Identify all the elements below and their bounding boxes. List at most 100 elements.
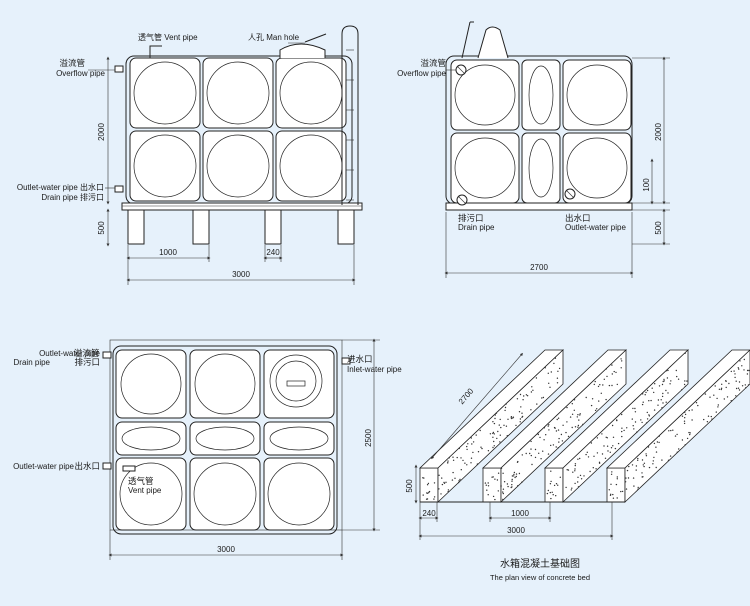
concrete-speck bbox=[494, 478, 496, 480]
concrete-speck bbox=[511, 478, 513, 481]
concrete-speck bbox=[516, 398, 519, 400]
concrete-speck bbox=[562, 424, 564, 426]
concrete-speck bbox=[579, 474, 582, 477]
concrete-speck bbox=[643, 462, 646, 464]
concrete-speck bbox=[530, 391, 533, 393]
concrete-speck bbox=[594, 380, 596, 383]
tank-panel bbox=[275, 130, 347, 202]
concrete-speck bbox=[642, 401, 644, 403]
concrete-speck bbox=[521, 481, 523, 483]
concrete-speck bbox=[446, 462, 449, 464]
concrete-speck bbox=[612, 497, 615, 499]
concrete-speck bbox=[721, 383, 723, 385]
concrete-speck bbox=[553, 362, 555, 365]
concrete-speck bbox=[607, 450, 609, 452]
concrete-speck bbox=[620, 358, 622, 360]
concrete-speck bbox=[689, 432, 691, 434]
concrete-speck bbox=[557, 417, 560, 419]
concrete-speck bbox=[634, 421, 637, 423]
top-drain-cn: 排污口 bbox=[74, 357, 100, 367]
concrete-speck bbox=[510, 417, 512, 419]
top-drain-en: Drain pipe bbox=[14, 358, 51, 367]
concrete-speck bbox=[707, 415, 710, 417]
concrete-speck bbox=[677, 378, 680, 380]
concrete-speck bbox=[561, 440, 564, 442]
panel-circle bbox=[267, 462, 331, 526]
concrete-speck bbox=[556, 418, 558, 421]
concrete-speck bbox=[574, 463, 577, 465]
concrete-speck bbox=[587, 456, 590, 458]
concrete-speck bbox=[494, 498, 496, 501]
concrete-speck bbox=[542, 396, 545, 399]
concrete-speck bbox=[598, 461, 601, 463]
concrete-speck bbox=[615, 483, 618, 486]
concrete-speck bbox=[646, 411, 648, 414]
beam-front bbox=[544, 467, 564, 503]
concrete-speck bbox=[567, 435, 570, 438]
concrete-speck bbox=[522, 399, 524, 401]
concrete-speck bbox=[684, 413, 687, 416]
concrete-speck bbox=[485, 484, 487, 486]
vent-pipe-icon bbox=[149, 45, 162, 58]
concrete-speck bbox=[647, 446, 650, 448]
bed-title-en: The plan view of concrete bed bbox=[490, 573, 590, 582]
concrete-speck bbox=[713, 394, 715, 396]
concrete-speck bbox=[684, 352, 686, 354]
concrete-speck bbox=[609, 451, 611, 453]
concrete-speck bbox=[502, 472, 504, 474]
concrete-speck bbox=[500, 467, 503, 469]
panel-circle bbox=[454, 137, 516, 199]
concrete-speck bbox=[513, 473, 515, 476]
concrete-speck bbox=[667, 459, 670, 461]
concrete-speck bbox=[547, 453, 550, 455]
concrete-speck bbox=[559, 476, 561, 478]
concrete-speck bbox=[552, 494, 554, 496]
concrete-speck bbox=[427, 482, 430, 485]
concrete-speck bbox=[631, 418, 633, 420]
tank-panel bbox=[263, 349, 335, 419]
concrete-speck bbox=[510, 486, 512, 489]
tank-panel bbox=[263, 421, 335, 456]
overflow-pipe-icon bbox=[102, 351, 112, 359]
bed-dim-beam: 240 bbox=[422, 509, 436, 518]
concrete-speck bbox=[661, 383, 664, 386]
concrete-speck bbox=[669, 455, 672, 457]
concrete-speck bbox=[487, 494, 489, 496]
concrete-speck bbox=[477, 451, 480, 453]
concrete-speck bbox=[684, 385, 687, 387]
concrete-speck bbox=[577, 486, 580, 488]
concrete-speck bbox=[615, 371, 617, 374]
concrete-speck bbox=[646, 418, 649, 420]
side-outlet-en: Outlet-water pipe bbox=[565, 223, 626, 232]
concrete-speck bbox=[598, 400, 600, 402]
concrete-speck bbox=[666, 377, 669, 379]
top-inlet-en: Inlet-water pipe bbox=[347, 365, 402, 374]
concrete-speck bbox=[601, 433, 603, 435]
concrete-speck bbox=[499, 441, 501, 443]
top-outlet-top-en: Outlet-water pipe bbox=[39, 349, 100, 358]
dim-gap: 240 bbox=[266, 248, 280, 257]
concrete-speck bbox=[739, 360, 741, 362]
concrete-speck bbox=[565, 486, 567, 489]
concrete-speck bbox=[635, 465, 638, 467]
concrete-speck bbox=[688, 431, 690, 434]
concrete-speck bbox=[676, 433, 678, 436]
concrete-speck bbox=[645, 453, 647, 455]
concrete-speck bbox=[547, 425, 549, 427]
concrete-speck bbox=[515, 475, 517, 478]
top-dim-width: 3000 bbox=[217, 545, 235, 554]
concrete-speck bbox=[653, 391, 655, 394]
concrete-speck bbox=[674, 435, 677, 437]
concrete-speck bbox=[623, 429, 625, 432]
side-dim-leg: 500 bbox=[654, 221, 663, 235]
overflow-en-label: Overflow pipe bbox=[56, 69, 105, 78]
concrete-speck bbox=[720, 388, 722, 391]
tank-panel bbox=[202, 130, 274, 202]
concrete-speck bbox=[466, 445, 468, 448]
concrete-speck bbox=[515, 424, 517, 427]
concrete-speck bbox=[530, 454, 532, 457]
concrete-speck bbox=[549, 483, 552, 485]
concrete-speck bbox=[610, 493, 612, 495]
concrete-speck bbox=[585, 396, 587, 399]
ladder-icon bbox=[461, 21, 474, 59]
